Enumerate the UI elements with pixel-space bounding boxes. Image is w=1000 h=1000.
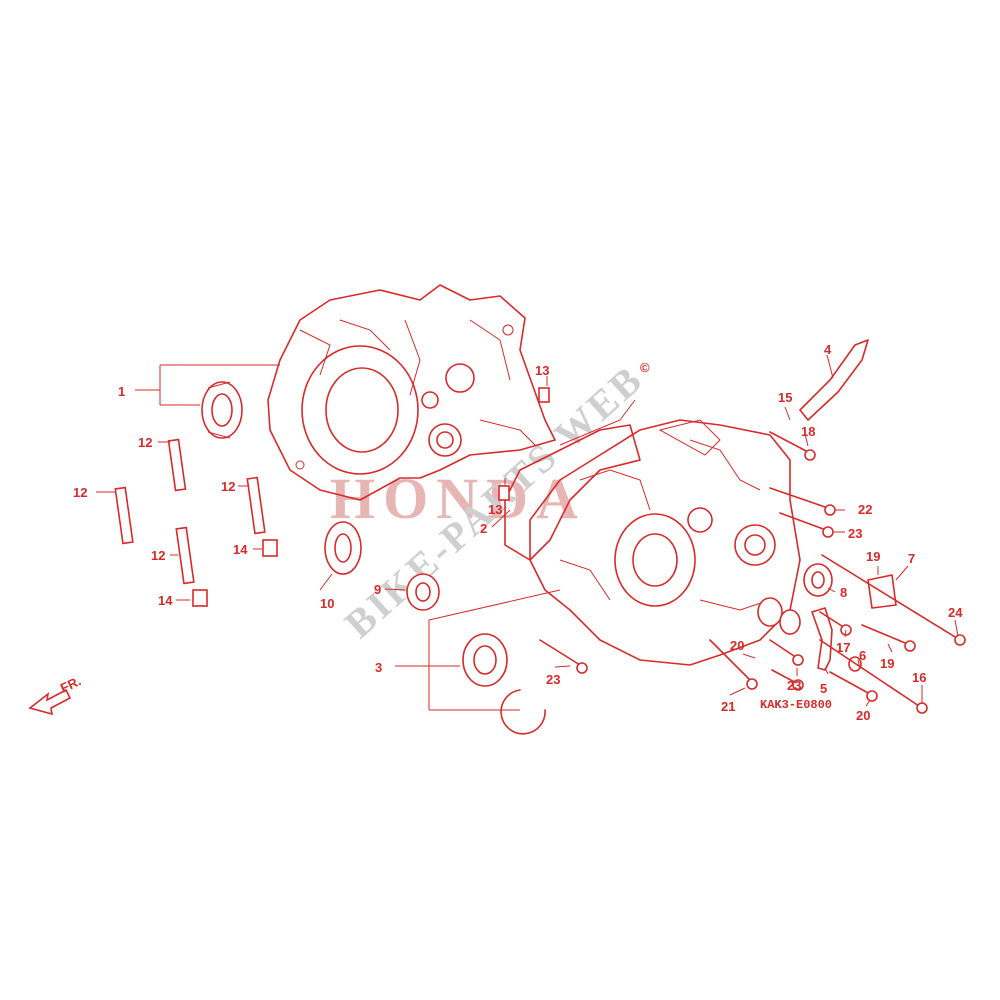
callout-14-b: 14	[158, 593, 173, 608]
right-crankcase	[529, 419, 801, 666]
bolts	[539, 431, 966, 714]
left-crankcase	[267, 284, 556, 501]
callout-10: 10	[320, 596, 334, 611]
callout-20-a: 20	[730, 638, 744, 653]
callout-2: 2	[480, 521, 487, 536]
callout-23-c: 23	[546, 672, 560, 687]
oil-seal-9	[406, 573, 440, 611]
callout-12-a: 12	[138, 435, 152, 450]
leader-lines	[96, 354, 959, 711]
diagram-code: KAK3-E0800	[760, 698, 832, 712]
callout-17: 17	[836, 640, 850, 655]
front-label: FR.	[58, 673, 83, 695]
circlip	[500, 689, 546, 735]
dowel-pins	[192, 387, 550, 607]
callout-20-b: 20	[856, 708, 870, 723]
callout-23-a: 23	[848, 526, 862, 541]
callouts: 1 2 3 4 5 6 7 8 9 10 12 12 12 12 13 13 1…	[73, 342, 963, 723]
callout-12-d: 12	[151, 548, 165, 563]
callout-24: 24	[948, 605, 963, 620]
watermark-brand: HONDA	[330, 466, 586, 531]
callout-19-a: 19	[866, 549, 880, 564]
breather-tube	[799, 339, 869, 421]
callout-13-a: 13	[535, 363, 549, 378]
front-arrow-icon: FR.	[28, 673, 83, 716]
callout-3: 3	[375, 660, 382, 675]
stud-bolts	[114, 438, 266, 585]
bearing-1	[201, 381, 243, 439]
callout-15: 15	[778, 390, 792, 405]
callout-14-a: 14	[233, 542, 248, 557]
callout-12-b: 12	[73, 485, 87, 500]
callout-19-b: 19	[880, 656, 894, 671]
callout-1: 1	[118, 384, 125, 399]
callout-22: 22	[858, 502, 872, 517]
callout-8: 8	[840, 585, 847, 600]
bearing-8	[757, 563, 862, 672]
callout-5: 5	[820, 681, 827, 696]
callout-4: 4	[824, 342, 832, 357]
callout-18: 18	[801, 424, 815, 439]
callout-12-c: 12	[221, 479, 235, 494]
callout-16: 16	[912, 670, 926, 685]
callout-13-b: 13	[488, 502, 502, 517]
oil-seal-10	[324, 521, 362, 575]
gasket	[504, 399, 641, 561]
callout-9: 9	[374, 582, 381, 597]
callout-7: 7	[908, 551, 915, 566]
watermark-mark: ©	[640, 360, 650, 375]
callout-23-b: 23	[787, 678, 801, 693]
bracket-5	[811, 607, 833, 671]
callout-21: 21	[721, 699, 735, 714]
bearing-3	[462, 633, 508, 687]
callout-6: 6	[859, 648, 866, 663]
plate-7	[867, 574, 897, 609]
